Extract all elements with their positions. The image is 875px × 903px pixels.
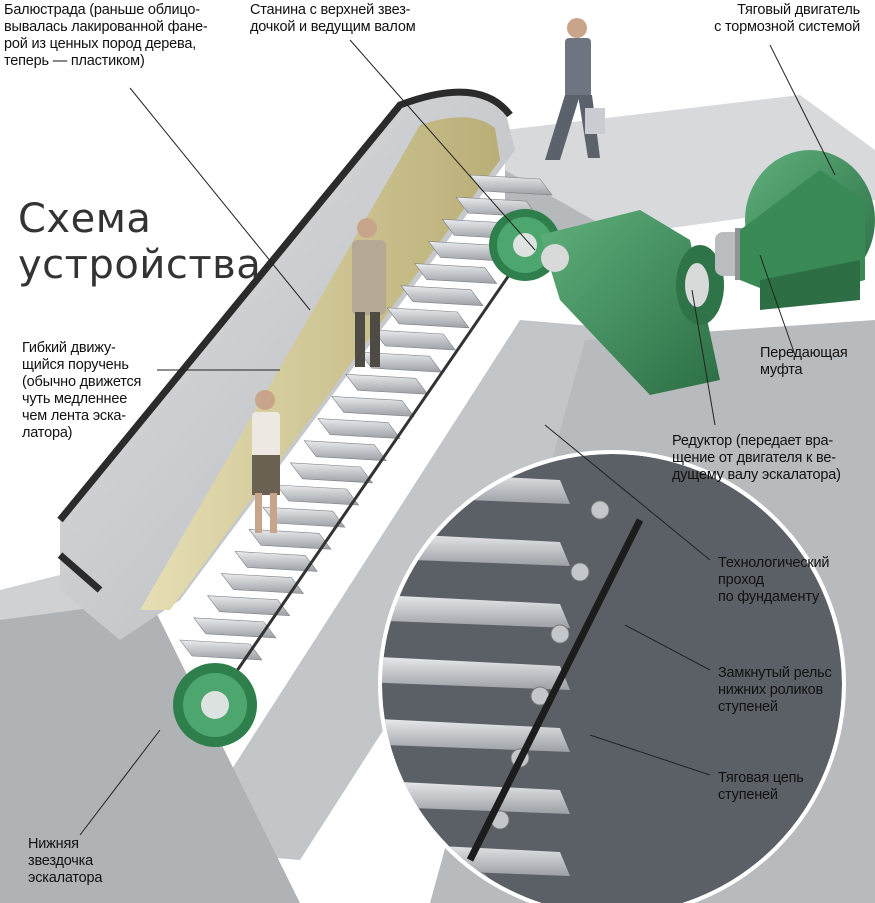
- escalator-step: [386, 307, 470, 329]
- label-lower-sprocket: Нижняя звездочка эскалатора: [28, 836, 103, 886]
- escalator-step: [234, 551, 318, 572]
- balustrade: [57, 88, 515, 641]
- escalator-step: [303, 440, 387, 462]
- escalator-step: [220, 573, 305, 594]
- label-balustrade: Балюстрада (раньше облицо- вывалась лаки…: [4, 2, 208, 69]
- escalator-step: [206, 595, 291, 617]
- leader-lines: [79, 39, 836, 836]
- escalator-step: [317, 418, 401, 439]
- traction-chain: [208, 229, 542, 711]
- step-roller: [570, 562, 590, 582]
- detail-step: [382, 594, 570, 628]
- label-coupling: Передающая муфта: [760, 345, 848, 378]
- detail-magnifier: [378, 450, 846, 903]
- gearbox: [540, 210, 724, 395]
- step-roller: [590, 500, 610, 520]
- escalator-step: [345, 373, 429, 395]
- label-motor: Тяговый двигатель с тормозной системой: [714, 2, 860, 35]
- escalator-step: [193, 617, 277, 639]
- step-roller: [550, 624, 570, 644]
- label-passage: Технологический проход по фундаменту: [718, 555, 830, 605]
- escalator-step: [331, 396, 415, 417]
- escalator-step: [372, 329, 456, 351]
- label-reducer: Редуктор (передает вра- щение от двигате…: [672, 433, 841, 483]
- people: [252, 18, 605, 533]
- handrail: [57, 88, 513, 523]
- escalator-step: [179, 639, 263, 661]
- escalator-step: [400, 285, 484, 307]
- motor: [740, 150, 875, 310]
- escalator-step: [276, 484, 360, 506]
- diagram-title: Схема устройства: [18, 196, 262, 288]
- label-frame: Станина с верхней звез- дочкой и ведущим…: [250, 2, 416, 35]
- escalator-step: [414, 263, 498, 284]
- escalator-step: [289, 462, 374, 484]
- label-handrail: Гибкий движу- щийся поручень (обычно дви…: [22, 340, 142, 441]
- person-lower: [252, 390, 280, 533]
- label-chain: Тяговая цепь ступеней: [718, 770, 804, 803]
- person-top: [545, 18, 605, 160]
- detail-step: [382, 656, 570, 690]
- person-middle: [352, 218, 386, 367]
- label-rail: Замкнутый рельс нижних роликов ступеней: [718, 665, 832, 715]
- detail-step: [382, 718, 570, 752]
- escalator-step: [248, 528, 332, 550]
- lower-sprocket: [173, 663, 257, 747]
